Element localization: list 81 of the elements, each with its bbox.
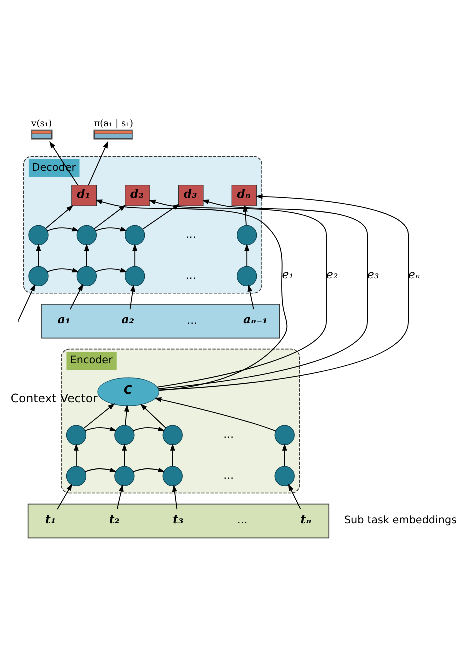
arrow: [84, 426, 118, 432]
arrow: [244, 244, 250, 268]
arrow: [132, 244, 138, 268]
arrow: [94, 205, 126, 230]
node-circle: [274, 466, 295, 486]
node-circle: [162, 466, 183, 486]
cluster: [28, 504, 330, 539]
arrow: [95, 226, 128, 232]
arrow: [133, 426, 166, 432]
node-circle: [237, 225, 258, 246]
label: …: [186, 228, 196, 241]
edge-label: eₙ: [408, 268, 420, 282]
arrow: [57, 484, 73, 510]
node-text: a₁: [58, 312, 71, 327]
arrow: [158, 200, 368, 390]
node-circle: [125, 225, 146, 246]
label: …: [224, 428, 234, 441]
node-text: t₂: [109, 512, 120, 526]
label: …: [237, 514, 248, 527]
node-box: d₃: [178, 184, 204, 206]
node-box: d₂: [125, 184, 150, 206]
node-circle: [114, 425, 135, 446]
arrow: [84, 244, 90, 268]
edge-label: e₃: [368, 268, 380, 282]
arrow: [248, 284, 254, 310]
edge-label: e₂: [326, 268, 338, 282]
arrow: [288, 484, 302, 510]
arrow: [47, 268, 80, 273]
node-circle: [66, 425, 87, 446]
node-text: t₃: [173, 512, 184, 526]
arrow: [130, 284, 136, 310]
node-circle: [237, 266, 258, 287]
node-text: tₙ: [300, 512, 312, 526]
arrow: [243, 204, 248, 226]
arrow: [140, 404, 167, 429]
label: …: [224, 470, 234, 482]
arrow: [172, 484, 178, 510]
arrow: [45, 205, 74, 230]
node-label: Context Vector: [10, 391, 98, 406]
arrow: [158, 194, 410, 391]
arrow: [95, 268, 128, 273]
arrow: [47, 226, 80, 232]
node-box: dₙ: [232, 184, 258, 206]
arrow: [282, 444, 288, 467]
label: …: [186, 270, 196, 282]
node-circle: [66, 466, 87, 486]
arrow: [84, 468, 118, 473]
node-circle: [28, 225, 49, 246]
arrow: [84, 404, 116, 430]
node-text: aₙ₋₁: [244, 312, 268, 327]
node-text: t₁: [46, 512, 56, 526]
arrow: [154, 397, 276, 432]
node-circle: [76, 266, 97, 287]
node-circle: [28, 266, 49, 287]
arrow: [124, 404, 130, 426]
node-circle: [125, 266, 146, 287]
node-ellipse: C: [98, 378, 160, 406]
arrow: [95, 200, 288, 392]
arrow: [18, 284, 36, 322]
node-circle: [162, 425, 183, 446]
node-circle: [114, 466, 135, 486]
node-label: v(s₁): [32, 119, 52, 130]
arrow: [170, 444, 176, 467]
arrow: [70, 284, 84, 310]
arrow: [148, 200, 327, 388]
label: …: [187, 314, 198, 327]
node-circle: [274, 425, 295, 446]
node-circle: [76, 225, 97, 246]
node-text: a₂: [122, 312, 134, 327]
edge-label: e₁: [282, 268, 294, 282]
arrow: [74, 444, 79, 467]
arrow: [122, 444, 128, 467]
arrow: [36, 244, 42, 268]
label: Sub task embeddings: [344, 514, 458, 527]
arrow: [142, 204, 180, 230]
cluster: [42, 304, 280, 339]
node-label: π(a₁ | s₁): [94, 119, 134, 130]
node-box: d₁: [72, 184, 97, 206]
arrow: [116, 484, 124, 510]
arrow: [133, 468, 166, 473]
arrow: [88, 141, 108, 186]
